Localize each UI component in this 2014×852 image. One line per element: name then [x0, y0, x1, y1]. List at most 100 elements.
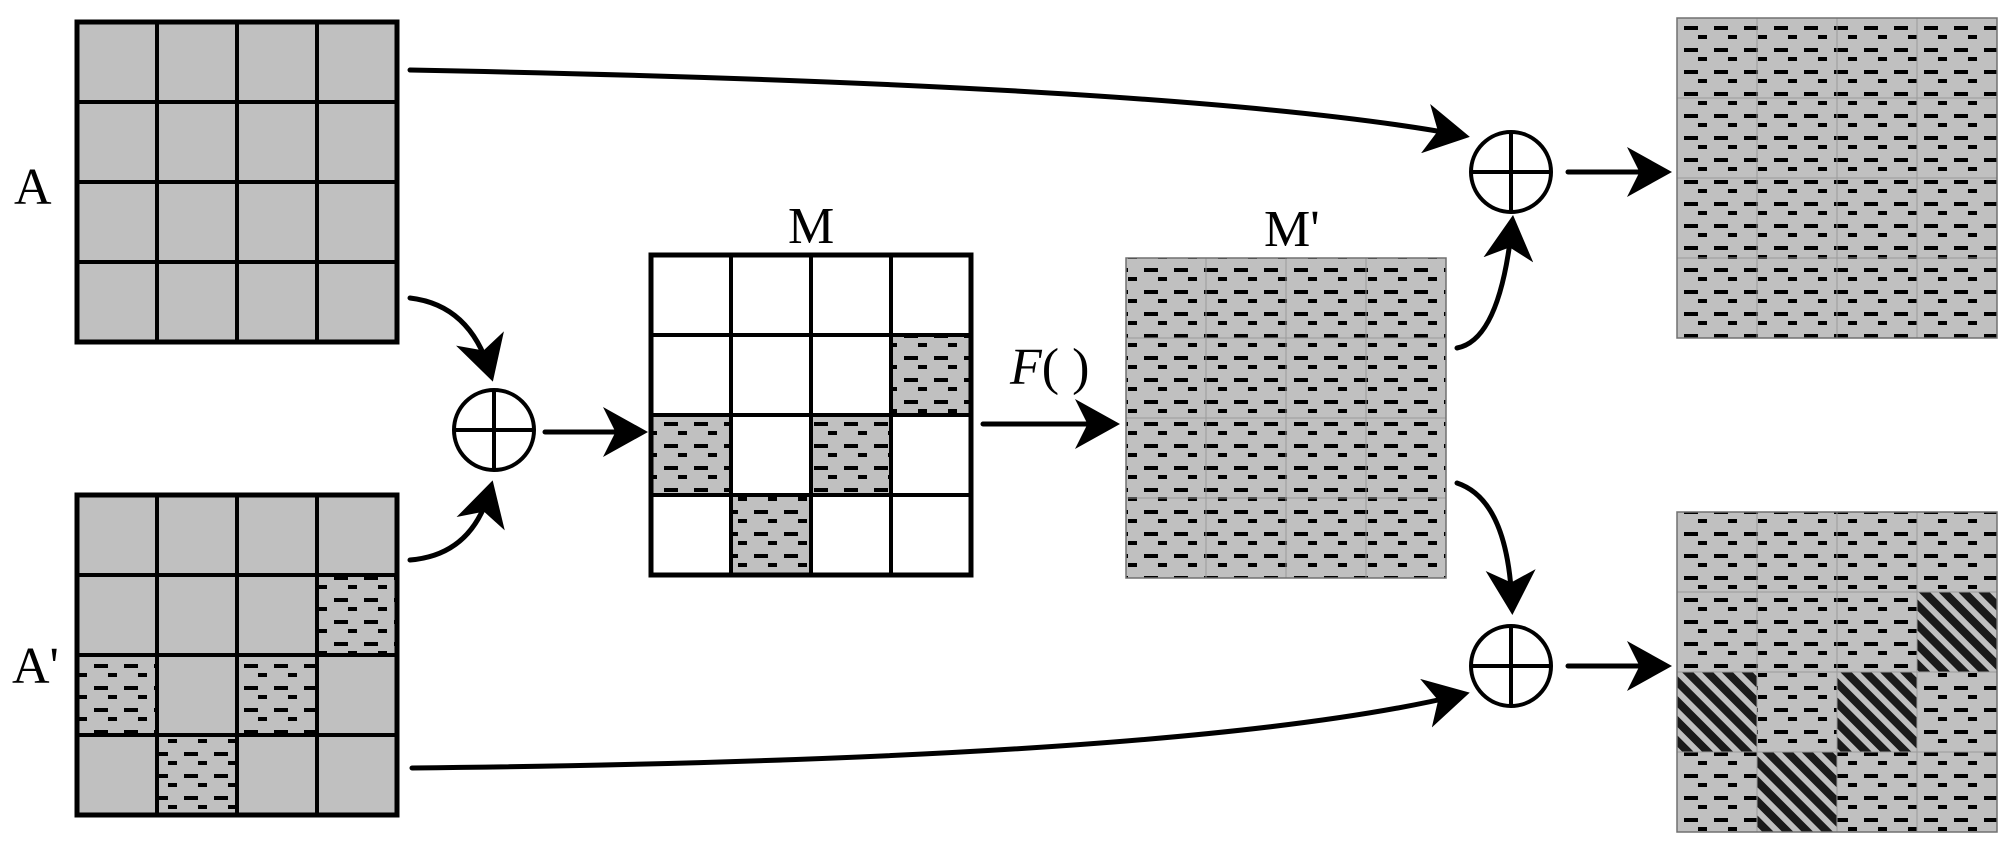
grid-cell [315, 573, 399, 657]
grid-cell [809, 413, 893, 497]
grid-cell [729, 253, 813, 337]
grid-cell [649, 333, 733, 417]
label-f-name: F [1009, 339, 1043, 396]
grid-cell [1205, 337, 1287, 419]
grid-cell [1916, 671, 1998, 753]
grid-cell [235, 260, 319, 344]
label-a: A [14, 159, 52, 216]
grid-cell [75, 20, 159, 104]
grid-cell [1125, 257, 1207, 339]
grid-cell [729, 333, 813, 417]
grid-cell [1285, 337, 1367, 419]
grid-cell [889, 253, 973, 337]
grid-cell [1836, 177, 1918, 259]
grid-cell [1836, 751, 1918, 833]
grid-cell [1916, 591, 1998, 673]
grid-cell [889, 333, 973, 417]
grid-cell [1756, 97, 1838, 179]
grid-cell [1365, 337, 1447, 419]
grid-cell [235, 100, 319, 184]
grid-cell [235, 733, 319, 817]
grid-cell [75, 260, 159, 344]
grid-border [1676, 17, 1998, 339]
grid-border [648, 252, 974, 578]
grid-cell [75, 100, 159, 184]
grid-cell [75, 653, 159, 737]
grid-border [1125, 257, 1447, 579]
label-a-prime: A' [12, 638, 59, 695]
grid-cell [649, 493, 733, 577]
grid-a [74, 19, 400, 345]
grid-cell [1916, 511, 1998, 593]
grid-cell [1676, 591, 1758, 673]
grid-cell [235, 180, 319, 264]
grid-cell [1285, 257, 1367, 339]
label-f-paren: ( ) [1042, 339, 1090, 396]
grid-cell [1756, 257, 1838, 339]
grid-cell [315, 260, 399, 344]
grid-cell [1916, 17, 1998, 99]
grid-cell [1836, 17, 1918, 99]
grid-cell [1916, 177, 1998, 259]
grid-cell [1676, 511, 1758, 593]
label-m-prime: M' [1264, 201, 1320, 258]
grid-cell [155, 733, 239, 817]
grid-cell [729, 493, 813, 577]
label-m: M [788, 198, 834, 255]
grid-cell [1916, 751, 1998, 833]
xor-icon-bottom [1469, 624, 1553, 708]
grid-cell [1916, 97, 1998, 179]
grid-cell [1125, 417, 1207, 499]
grid-cell [809, 333, 893, 417]
grid-cell [1125, 497, 1207, 579]
grid-cell [155, 493, 239, 577]
grid-cell [1836, 511, 1918, 593]
grid-cell [649, 413, 733, 497]
grid-m [648, 252, 974, 578]
grid-border [1676, 511, 1998, 833]
grid-cell [1125, 337, 1207, 419]
grid-cell [1365, 497, 1447, 579]
grid-cell [1676, 751, 1758, 833]
grid-cell [809, 493, 893, 577]
grid-cell [1836, 97, 1918, 179]
arrow-a-to-xor-left [407, 295, 504, 382]
grid-cell [235, 573, 319, 657]
grid-m-prime [1125, 257, 1447, 579]
grid-cell [315, 653, 399, 737]
grid-output-bottom [1676, 511, 1998, 833]
grid-cell [155, 260, 239, 344]
grid-border [74, 19, 400, 345]
xor-icon-left [452, 388, 536, 472]
grid-cell [729, 413, 813, 497]
arrow-aprime-to-xor-bottom [409, 678, 1470, 771]
grid-cell [1756, 511, 1838, 593]
grid-cell [235, 20, 319, 104]
arrow-mprime-to-xor-bottom [1454, 480, 1536, 615]
grid-cell [1916, 257, 1998, 339]
grid-cell [889, 413, 973, 497]
grid-cell [1836, 257, 1918, 339]
grid-cell [1205, 257, 1287, 339]
grid-cell [1836, 671, 1918, 753]
grid-cell [1205, 497, 1287, 579]
grid-cell [1676, 97, 1758, 179]
grid-cell [75, 573, 159, 657]
arrow-a-to-xor-top [407, 67, 1470, 154]
grid-cell [155, 573, 239, 657]
grid-cell [315, 493, 399, 577]
grid-cell [155, 20, 239, 104]
grid-cell [1205, 417, 1287, 499]
grid-cell [1756, 17, 1838, 99]
grid-cell [1285, 497, 1367, 579]
grid-a-prime [74, 492, 400, 818]
grid-cell [1756, 751, 1838, 833]
arrow-mprime-to-xor-top [1454, 215, 1534, 351]
grid-cell [1756, 177, 1838, 259]
grid-cell [155, 653, 239, 737]
grid-cell [1285, 417, 1367, 499]
grid-border [74, 492, 400, 818]
grid-cell [889, 493, 973, 577]
grid-cell [649, 253, 733, 337]
